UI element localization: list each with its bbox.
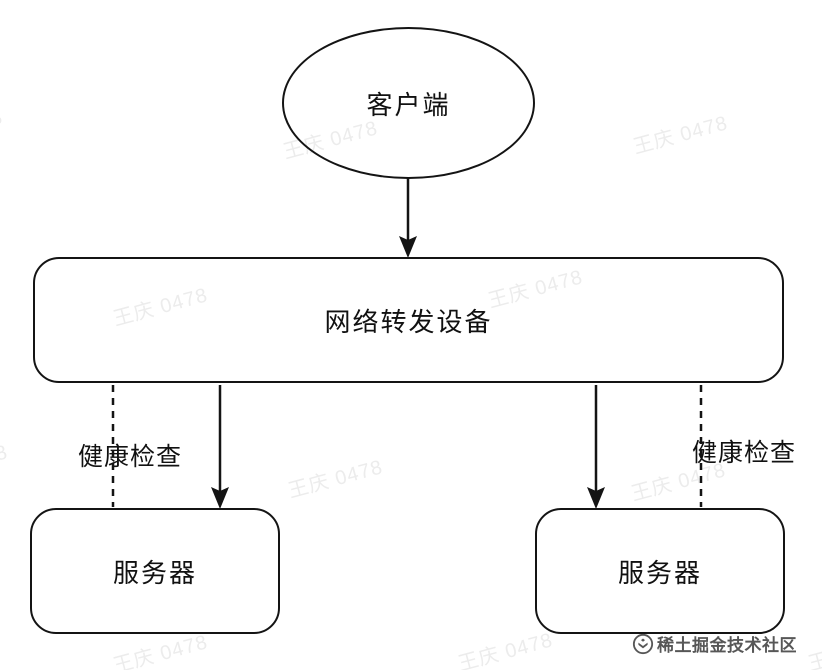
arrowhead-forwarder-to-server-right [587,487,605,509]
arrowhead-forwarder-to-server-left [211,487,229,509]
node-server-left: 服务器 [30,508,280,634]
node-server-left-label: 服务器 [112,557,197,588]
node-server-right-label: 服务器 [617,557,702,588]
edge-label-health-check-right: 健康检查 [692,439,797,467]
node-client-label: 客户端 [366,89,451,120]
juejin-logo-icon [632,633,654,654]
site-watermark-text: 稀土掘金技术社区 [657,636,797,655]
site-watermark: 稀土掘金技术社区 [632,631,797,656]
node-client: 客户端 [282,27,535,179]
edge-label-health-check-left: 健康检查 [78,443,183,471]
node-forwarder-label: 网络转发设备 [324,306,493,337]
node-server-right: 服务器 [535,508,785,634]
arrowhead-client-to-forwarder [399,236,417,258]
node-forwarder: 网络转发设备 [33,257,784,383]
